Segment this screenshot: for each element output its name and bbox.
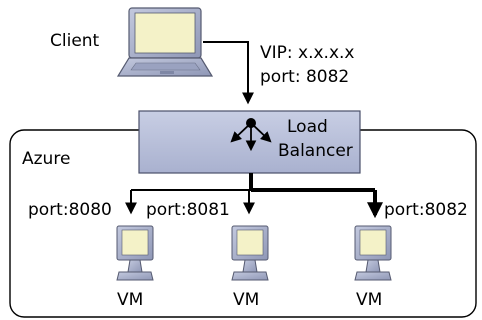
distribution-connectors [125,173,383,219]
vm-monitor-icon-1 [116,225,154,281]
client-to-lb-connector [203,41,254,105]
vip-port-label: port: 8082 [260,67,350,87]
load-balancer-label-line2: Balancer [278,141,353,161]
vm-label-1: VM [117,290,144,310]
port-label-vm-2: port:8081 [146,200,230,220]
load-balancer-splitter-icon [230,118,272,152]
client-laptop-icon [116,7,214,77]
vm-monitor-icon-3 [354,225,392,281]
azure-region-label: Azure [22,149,71,169]
port-label-vm-3: port:8082 [384,200,468,220]
vm-label-2: VM [233,290,260,310]
vip-address-label: VIP: x.x.x.x [260,43,355,63]
load-balancer-label-line1: Load [287,117,328,137]
port-label-vm-1: port:8080 [28,200,112,220]
client-label: Client [50,31,100,51]
vm-label-3: VM [356,290,383,310]
vm-monitor-icon-2 [231,225,269,281]
